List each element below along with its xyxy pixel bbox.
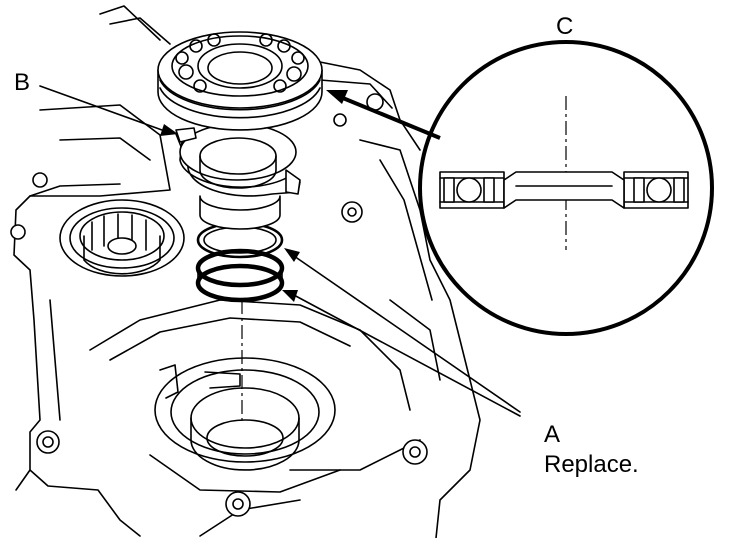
label-c: C	[556, 13, 573, 40]
label-a: A	[544, 421, 560, 448]
leader-lines	[39, 85, 521, 417]
label-b: B	[14, 69, 30, 96]
detail-c-callout	[418, 40, 714, 336]
o-ring-lower	[195, 248, 285, 303]
thrust-washer	[175, 123, 301, 197]
ball-bearing	[157, 31, 323, 131]
transmission-case	[10, 5, 481, 538]
bearing-seat	[89, 299, 411, 493]
spacer-sleeve	[199, 195, 281, 230]
label-a-note: Replace.	[544, 451, 639, 478]
gear-shaft	[59, 199, 185, 277]
